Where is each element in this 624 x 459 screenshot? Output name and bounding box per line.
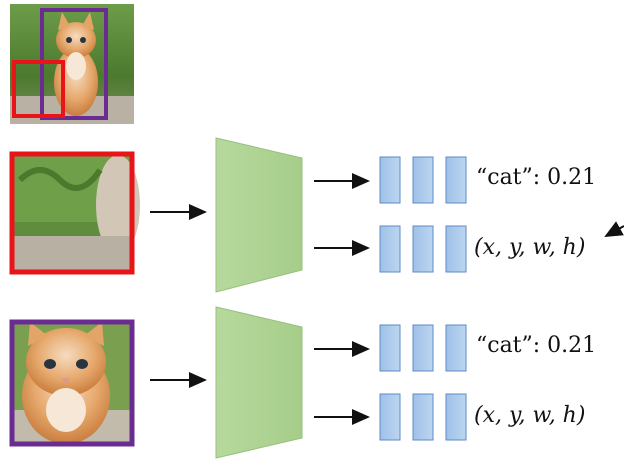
box-coords-label-1: (x, y, w, h) — [474, 235, 586, 260]
purple-crop — [9, 319, 135, 447]
feature-stack-class-1 — [379, 156, 467, 204]
source-photo — [10, 4, 134, 124]
red-crop — [9, 151, 140, 275]
class-score-label-2: “cat”: 0.21 — [476, 333, 597, 358]
edge-arrow — [604, 221, 624, 237]
feature-stack-box-1 — [379, 225, 467, 273]
network-1 — [215, 137, 303, 293]
network-2 — [215, 306, 303, 459]
feature-stack-box-2 — [379, 393, 467, 441]
red-bounding-box — [12, 60, 65, 118]
box-coords-label-2: (x, y, w, h) — [474, 403, 586, 428]
feature-stack-class-2 — [379, 324, 467, 372]
class-score-label-1: “cat”: 0.21 — [476, 165, 597, 190]
